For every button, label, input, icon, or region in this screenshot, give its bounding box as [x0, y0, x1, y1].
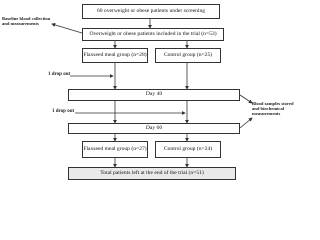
dropout-label-right: 1 drop out — [52, 109, 75, 114]
total-box: Total patients left at the end of the tr… — [68, 167, 236, 180]
flaxseed-group-box-final: Flaxseed meal group (n=27) — [82, 141, 148, 158]
included-box: Overweight or obese patients included in… — [82, 28, 224, 41]
day40-box: Day 40 — [68, 89, 240, 101]
flow-arrows — [51, 19, 253, 168]
control-group-box-final: Control group (n=24) — [155, 141, 221, 158]
control-group-label-final: Control group (n=24) — [163, 145, 213, 152]
baseline-note: Baseline blood collection and measuremen… — [2, 16, 51, 27]
day60-box: Day 60 — [68, 123, 240, 134]
flaxseed-group-label-final: Flaxseed meal group (n=27) — [83, 145, 147, 152]
control-group-label-initial: Control group (n=25) — [163, 51, 213, 58]
flaxseed-group-box-initial: Flaxseed meal group (n=28) — [82, 48, 148, 63]
control-group-box-initial: Control group (n=25) — [155, 48, 221, 63]
screening-box: 60 overweight or obese patients under sc… — [82, 4, 220, 19]
blood-samples-note: Blood samples stored and biochemical mea… — [252, 101, 294, 117]
dropout-label-left: 1 drop out — [48, 72, 71, 77]
flaxseed-group-label-initial: Flaxseed meal group (n=28) — [83, 51, 147, 58]
